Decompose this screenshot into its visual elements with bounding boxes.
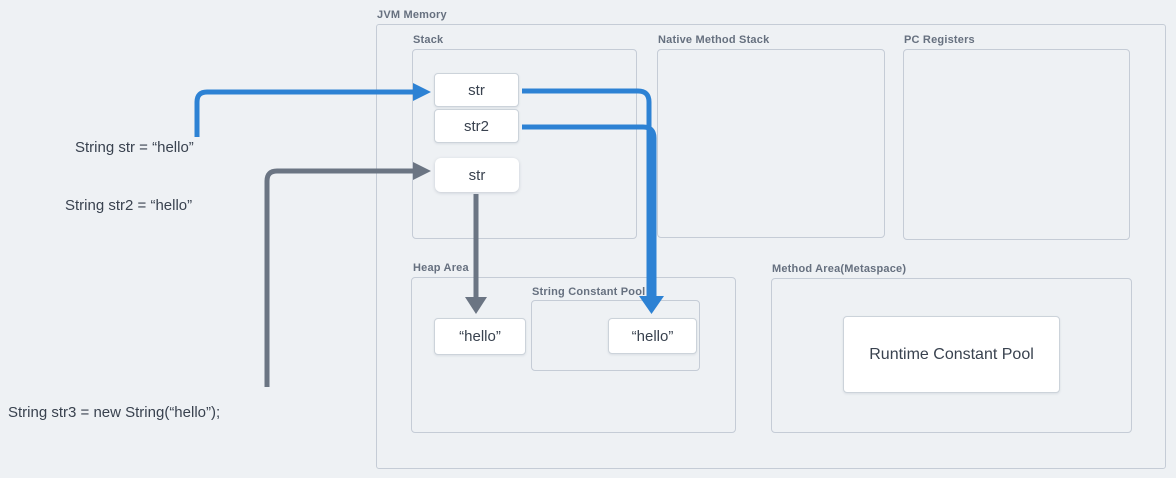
jvm-memory-label: JVM Memory <box>377 9 447 21</box>
stack-label: Stack <box>413 34 444 46</box>
scp-literal-hello-text: “hello” <box>631 327 674 345</box>
native-method-stack-container <box>657 49 885 238</box>
code-statement-str: String str = “hello” <box>75 139 194 156</box>
stack-var-str-text: str <box>468 81 485 99</box>
method-area-label: Method Area(Metaspace) <box>772 263 907 275</box>
pc-registers-container <box>903 49 1130 240</box>
runtime-constant-pool-text: Runtime Constant Pool <box>869 345 1034 363</box>
code-statement-str2: String str2 = “hello” <box>65 197 193 214</box>
runtime-constant-pool-box: Runtime Constant Pool <box>843 316 1060 393</box>
stack-var-str3: str <box>435 158 519 192</box>
code-statement-str3: String str3 = new String(“hello”); <box>8 404 221 421</box>
pc-registers-label: PC Registers <box>904 34 975 46</box>
stack-var-str2: str2 <box>434 109 519 143</box>
string-constant-pool-label: String Constant Pool <box>532 286 646 298</box>
native-method-stack-label: Native Method Stack <box>658 34 770 46</box>
scp-literal-hello: “hello” <box>608 318 697 354</box>
string-constant-pool-container <box>531 300 700 371</box>
stack-var-str: str <box>434 73 519 107</box>
stack-var-str2-text: str2 <box>463 117 489 135</box>
heap-object-hello-text: “hello” <box>459 328 501 345</box>
stack-var-str3-text: str <box>468 166 486 184</box>
heap-object-hello: “hello” <box>434 318 526 355</box>
heap-area-label: Heap Area <box>413 262 469 274</box>
method-area-container <box>771 278 1132 433</box>
